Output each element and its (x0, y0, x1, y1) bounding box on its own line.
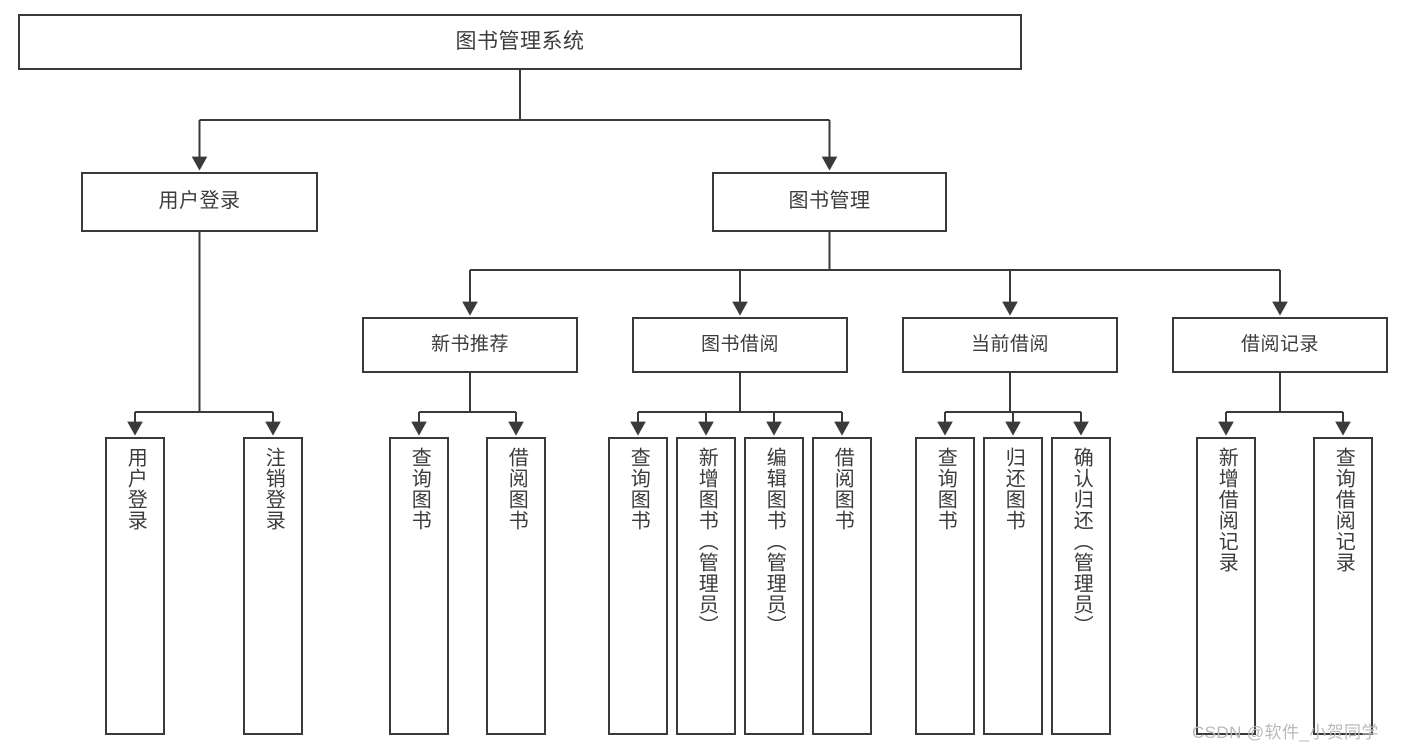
node-leaf-borrow-book-1[interactable]: 借阅图书 (486, 437, 546, 735)
node-label: 查询图书 (934, 447, 957, 531)
node-label: 归还图书 (1002, 447, 1025, 531)
node-label: 编辑图书（管理员） (763, 447, 786, 636)
watermark-text: CSDN @软件_小贺同学 (1192, 723, 1379, 742)
node-leaf-user-login[interactable]: 用户登录 (105, 437, 165, 735)
node-label: 用户登录 (124, 447, 147, 531)
node-borrow-record[interactable]: 借阅记录 (1172, 317, 1388, 373)
node-label: 新书推荐 (430, 333, 509, 355)
node-label: 借阅图书 (505, 447, 528, 531)
node-leaf-query-book-1[interactable]: 查询图书 (389, 437, 449, 735)
node-current-borrow[interactable]: 当前借阅 (902, 317, 1118, 373)
node-leaf-return-book[interactable]: 归还图书 (983, 437, 1043, 735)
node-label: 注销登录 (262, 447, 285, 531)
node-leaf-borrow-book-2[interactable]: 借阅图书 (812, 437, 872, 735)
node-label: 新增图书（管理员） (695, 447, 718, 636)
node-leaf-add-book[interactable]: 新增图书（管理员） (676, 437, 736, 735)
node-user-login[interactable]: 用户登录 (81, 172, 318, 232)
node-label: 借阅图书 (831, 447, 854, 531)
node-label: 新增借阅记录 (1215, 447, 1238, 573)
node-label: 用户登录 (158, 190, 241, 213)
node-label: 当前借阅 (970, 333, 1049, 355)
node-label: 借阅记录 (1240, 333, 1319, 355)
node-new-book-recommend[interactable]: 新书推荐 (362, 317, 578, 373)
node-label: 查询图书 (627, 447, 650, 531)
node-label: 确认归还（管理员） (1070, 447, 1093, 636)
node-root[interactable]: 图书管理系统 (18, 14, 1022, 70)
node-leaf-query-record[interactable]: 查询借阅记录 (1313, 437, 1373, 735)
node-book-borrow[interactable]: 图书借阅 (632, 317, 848, 373)
node-label: 图书管理 (788, 190, 871, 213)
node-leaf-edit-book[interactable]: 编辑图书（管理员） (744, 437, 804, 735)
node-label: 图书管理系统 (455, 29, 585, 53)
node-leaf-add-record[interactable]: 新增借阅记录 (1196, 437, 1256, 735)
node-leaf-confirm-return[interactable]: 确认归还（管理员） (1051, 437, 1111, 735)
node-leaf-query-book-2[interactable]: 查询图书 (608, 437, 668, 735)
node-label: 查询借阅记录 (1332, 447, 1355, 573)
node-leaf-query-book-3[interactable]: 查询图书 (915, 437, 975, 735)
node-book-management[interactable]: 图书管理 (712, 172, 947, 232)
node-label: 图书借阅 (700, 333, 779, 355)
node-label: 查询图书 (408, 447, 431, 531)
node-leaf-logout[interactable]: 注销登录 (243, 437, 303, 735)
